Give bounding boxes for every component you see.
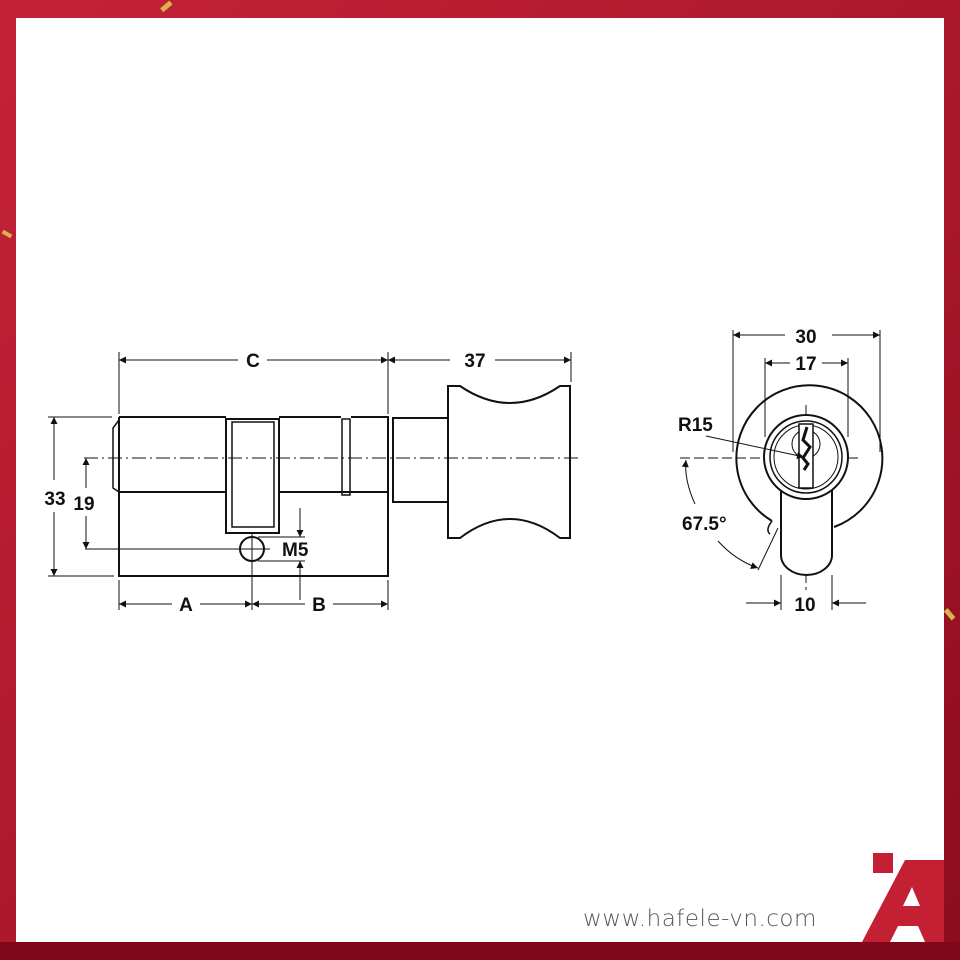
chamfer [112, 419, 120, 493]
dimension-c-label: C [246, 351, 260, 372]
front-view [680, 330, 884, 610]
knob-neck [392, 417, 449, 503]
dimension-angle-label: 67.5° [682, 514, 727, 535]
cylinder-body [118, 416, 389, 577]
side-view [48, 352, 578, 610]
cam-tail [780, 490, 833, 576]
dimension-b-label: B [312, 595, 326, 616]
dimension-knob-label: 37 [464, 351, 485, 372]
dimension-inner-label: 17 [795, 354, 816, 375]
hafele-logo [862, 853, 944, 942]
dimension-a-label: A [179, 595, 193, 616]
dimension-cam-label: 10 [794, 595, 815, 616]
dimension-outer-label: 30 [795, 327, 816, 348]
slot [341, 418, 351, 496]
bottom-strip [0, 942, 960, 960]
confetti-decoration [1, 0, 956, 621]
dimension-screw-label: M5 [282, 540, 309, 561]
dimension-center-label: 19 [73, 494, 94, 515]
dimension-height-label: 33 [44, 489, 65, 510]
rosette [735, 384, 884, 528]
key-profile [801, 426, 812, 471]
cam [225, 418, 280, 534]
dimension-radius-label: R15 [678, 415, 713, 436]
thumb-turn-knob [447, 385, 571, 539]
website-url: www.hafele-vn.com [583, 906, 817, 932]
